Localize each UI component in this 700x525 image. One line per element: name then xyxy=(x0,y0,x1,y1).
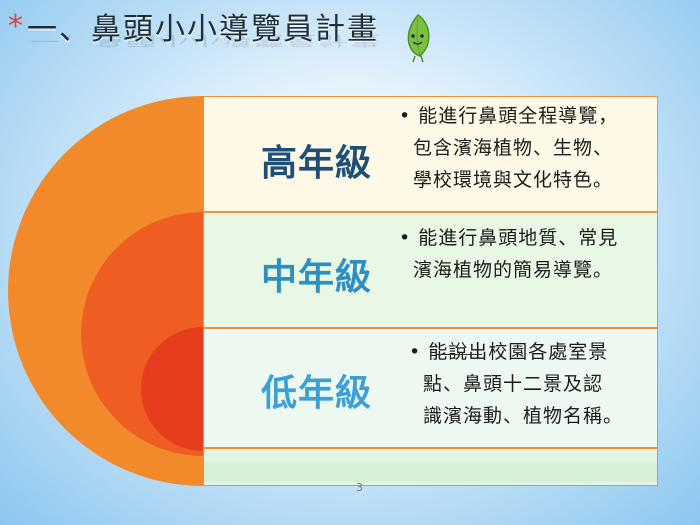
slide-header: * 一、鼻頭小小導覽員計畫 xyxy=(8,12,379,62)
description-line: • 能進行鼻頭全程導覽， xyxy=(399,105,619,127)
arc-inner xyxy=(141,327,203,451)
grade-label-high: 高年級 xyxy=(261,143,373,184)
page-number: 3 xyxy=(356,481,363,494)
description-line: 點、鼻頭十二景及認 xyxy=(423,373,604,395)
grade-table: 高年級 中年級 低年級 • 能進行鼻頭全程導覽， 包含濱海植物、生物、 學校環境… xyxy=(203,96,658,486)
row-high-grade xyxy=(203,96,658,212)
description-line: 學校環境與文化特色。 xyxy=(413,169,614,191)
row-empty-band-inner xyxy=(204,462,657,482)
grade-description-middle: • 能進行鼻頭地質、常見 濱海植物的簡易導覽。 xyxy=(399,222,649,286)
description-line: 識濱海動、植物名稱。 xyxy=(423,405,624,427)
slide-title: 一、鼻頭小小導覽員計畫 xyxy=(27,12,379,47)
row-middle-grade xyxy=(203,212,658,328)
description-line: 濱海植物的簡易導覽。 xyxy=(413,259,614,281)
grade-label-low: 低年級 xyxy=(261,373,373,414)
text-underline-mark xyxy=(436,354,482,355)
description-line: • 能進行鼻頭地質、常見 xyxy=(399,227,619,249)
grade-label-middle: 中年級 xyxy=(261,257,373,298)
grade-description-low: • 能說出校園各處室景 點、鼻頭十二景及認 識濱海動、植物名稱。 xyxy=(409,336,649,432)
row-low-grade xyxy=(203,328,658,448)
leaf-mascot-icon xyxy=(407,14,430,63)
description-line: • 能說出校園各處室景 xyxy=(409,341,609,363)
description-line: 包含濱海植物、生物、 xyxy=(413,137,614,159)
title-bullet: * xyxy=(8,9,23,44)
grade-description-high: • 能進行鼻頭全程導覽， 包含濱海植物、生物、 學校環境與文化特色。 xyxy=(399,100,649,196)
